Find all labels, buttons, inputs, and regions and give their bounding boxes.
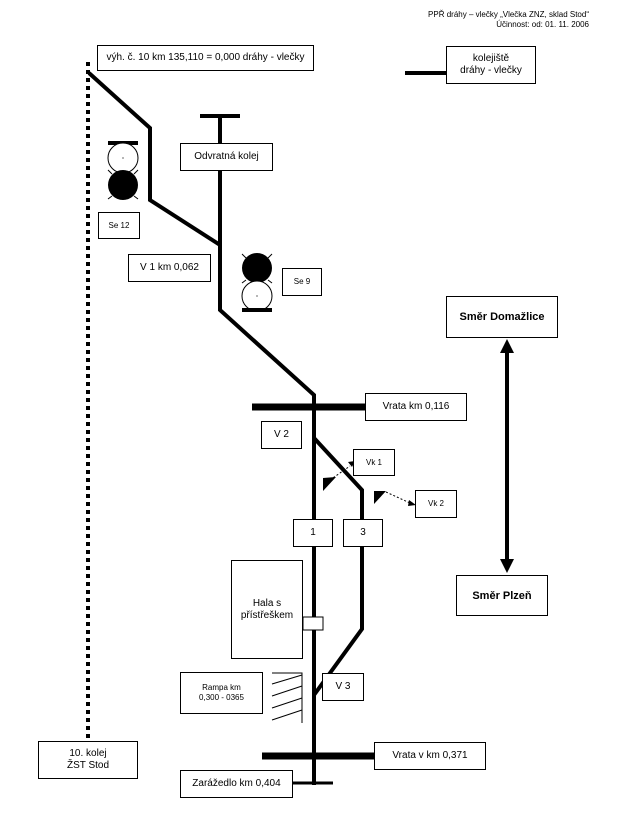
direction-domazlice: Směr Domažlice [446, 296, 558, 338]
legend-line2: dráhy - vlečky [460, 65, 522, 76]
se12-label: Se 12 [98, 212, 140, 239]
direction-double-arrow-icon [500, 339, 514, 573]
track-1-label: 1 [293, 519, 333, 547]
hala-line2: přístřeškem [240, 609, 294, 621]
header-title: PPŘ dráhy – vlečky „Vlečka ZNZ, sklad St… [428, 10, 589, 19]
v3-label: V 3 [322, 673, 364, 701]
track-3 [312, 436, 364, 697]
legend-label: kolejiště dráhy - vlečky [446, 46, 536, 84]
kolej10-label: 10. kolej ŽST Stod [38, 741, 138, 779]
hala-connector [302, 616, 324, 631]
odvratna-label: Odvratná kolej [180, 143, 273, 171]
rampa-line1: Rampa km [202, 683, 241, 692]
direction-plzen: Směr Plzeň [456, 575, 548, 616]
signal-se9-icon [241, 253, 273, 312]
vk2-marker-icon [374, 491, 416, 506]
header-effective-date: Účinnost: od: 01. 11. 2006 [496, 20, 589, 29]
v1-label: V 1 km 0,062 [128, 254, 211, 282]
kolej10-line2: ŽST Stod [66, 760, 110, 771]
legend-line1: kolejiště [472, 53, 510, 64]
rampa-label: Rampa km 0,300 - 0365 [180, 672, 263, 714]
v2-label: V 2 [261, 421, 302, 449]
hala-building: Hala s přístřeškem [231, 560, 303, 659]
kolej10-line1: 10. kolej [69, 748, 107, 759]
hala-line1: Hala s [252, 597, 282, 609]
track-3-label: 3 [343, 519, 383, 547]
header: PPŘ dráhy – vlečky „Vlečka ZNZ, sklad St… [428, 10, 589, 30]
vk1-label: Vk 1 [353, 449, 395, 476]
signal-se12-icon [107, 141, 139, 200]
rampa-hatch-icon [271, 672, 303, 723]
switch-origin-label: výh. č. 10 km 135,110 = 0,000 dráhy - vl… [97, 45, 314, 71]
vrata2-label: Vrata v km 0,371 [374, 742, 486, 770]
vrata1-label: Vrata km 0,116 [365, 393, 467, 421]
vk2-label: Vk 2 [415, 490, 457, 518]
rampa-line2: 0,300 - 0365 [199, 693, 244, 702]
zarazedlo-label: Zarážedlo km 0,404 [180, 770, 293, 798]
se9-label: Se 9 [282, 268, 322, 296]
